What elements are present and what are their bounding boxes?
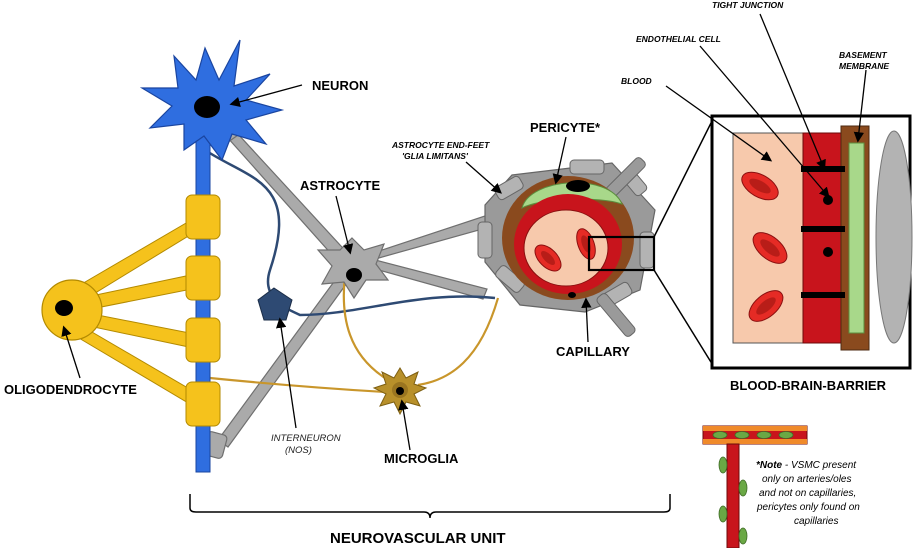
label-microglia: MICROGLIA: [384, 451, 459, 466]
label-pericyte: PERICYTE*: [530, 120, 601, 135]
label-endfeet-line1: ASTROCYTE END-FEET: [391, 140, 490, 150]
vsmc-note: *Note - VSMC present only on arteries/ol…: [756, 460, 860, 527]
note-line3: and not on capillaries,: [759, 488, 856, 499]
label-nvu: NEUROVASCULAR UNIT: [330, 530, 506, 547]
note-line4: pericytes only found on: [756, 502, 860, 513]
label-astrocyte: ASTROCYTE: [300, 178, 381, 193]
label-blood: BLOOD: [621, 76, 652, 86]
zoom-line-bottom: [653, 269, 715, 368]
astrocyte-body: [316, 237, 390, 300]
microglia-processes: [209, 274, 500, 394]
zoom-line-top: [653, 116, 715, 238]
label-oligodendrocyte: OLIGODENDROCYTE: [4, 382, 137, 397]
oligodendrocyte-processes: [61, 211, 209, 411]
myelin-sheaths: [185, 194, 221, 427]
nvu-brace: [189, 494, 671, 519]
microglia-body: [372, 367, 428, 416]
label-capillary: CAPILLARY: [556, 344, 630, 359]
label-endfeet-line2: 'GLIA LIMITANS': [402, 151, 469, 161]
label-interneuron-line2: (NOS): [285, 445, 312, 456]
note-line1: *Note - VSMC present: [756, 460, 857, 471]
zoom-region-box: [587, 235, 656, 272]
label-basement-line1: BASEMENT: [839, 50, 888, 60]
label-interneuron-line1: INTERNEURON: [271, 433, 341, 444]
pointer-arrows: [61, 13, 867, 451]
neuron-nucleus: [194, 96, 220, 118]
label-basement-line2: MEMBRANE: [839, 61, 889, 71]
vsmc-illustration: [702, 425, 808, 548]
interneuron-body: [257, 287, 293, 321]
oligodendrocyte-nucleus: [55, 300, 73, 316]
note-line5: capillaries: [794, 516, 838, 527]
astrocyte-nucleus: [346, 268, 362, 282]
label-neuron: NEURON: [312, 78, 368, 93]
label-tight-junction: TIGHT JUNCTION: [712, 0, 784, 10]
label-bbb: BLOOD-BRAIN-BARRIER: [730, 378, 887, 393]
bbb-inset: [710, 114, 913, 370]
label-endothelial-cell: ENDOTHELIAL CELL: [636, 34, 721, 44]
note-line2: only on arteries/oles: [762, 474, 852, 485]
capillary: [477, 157, 656, 337]
